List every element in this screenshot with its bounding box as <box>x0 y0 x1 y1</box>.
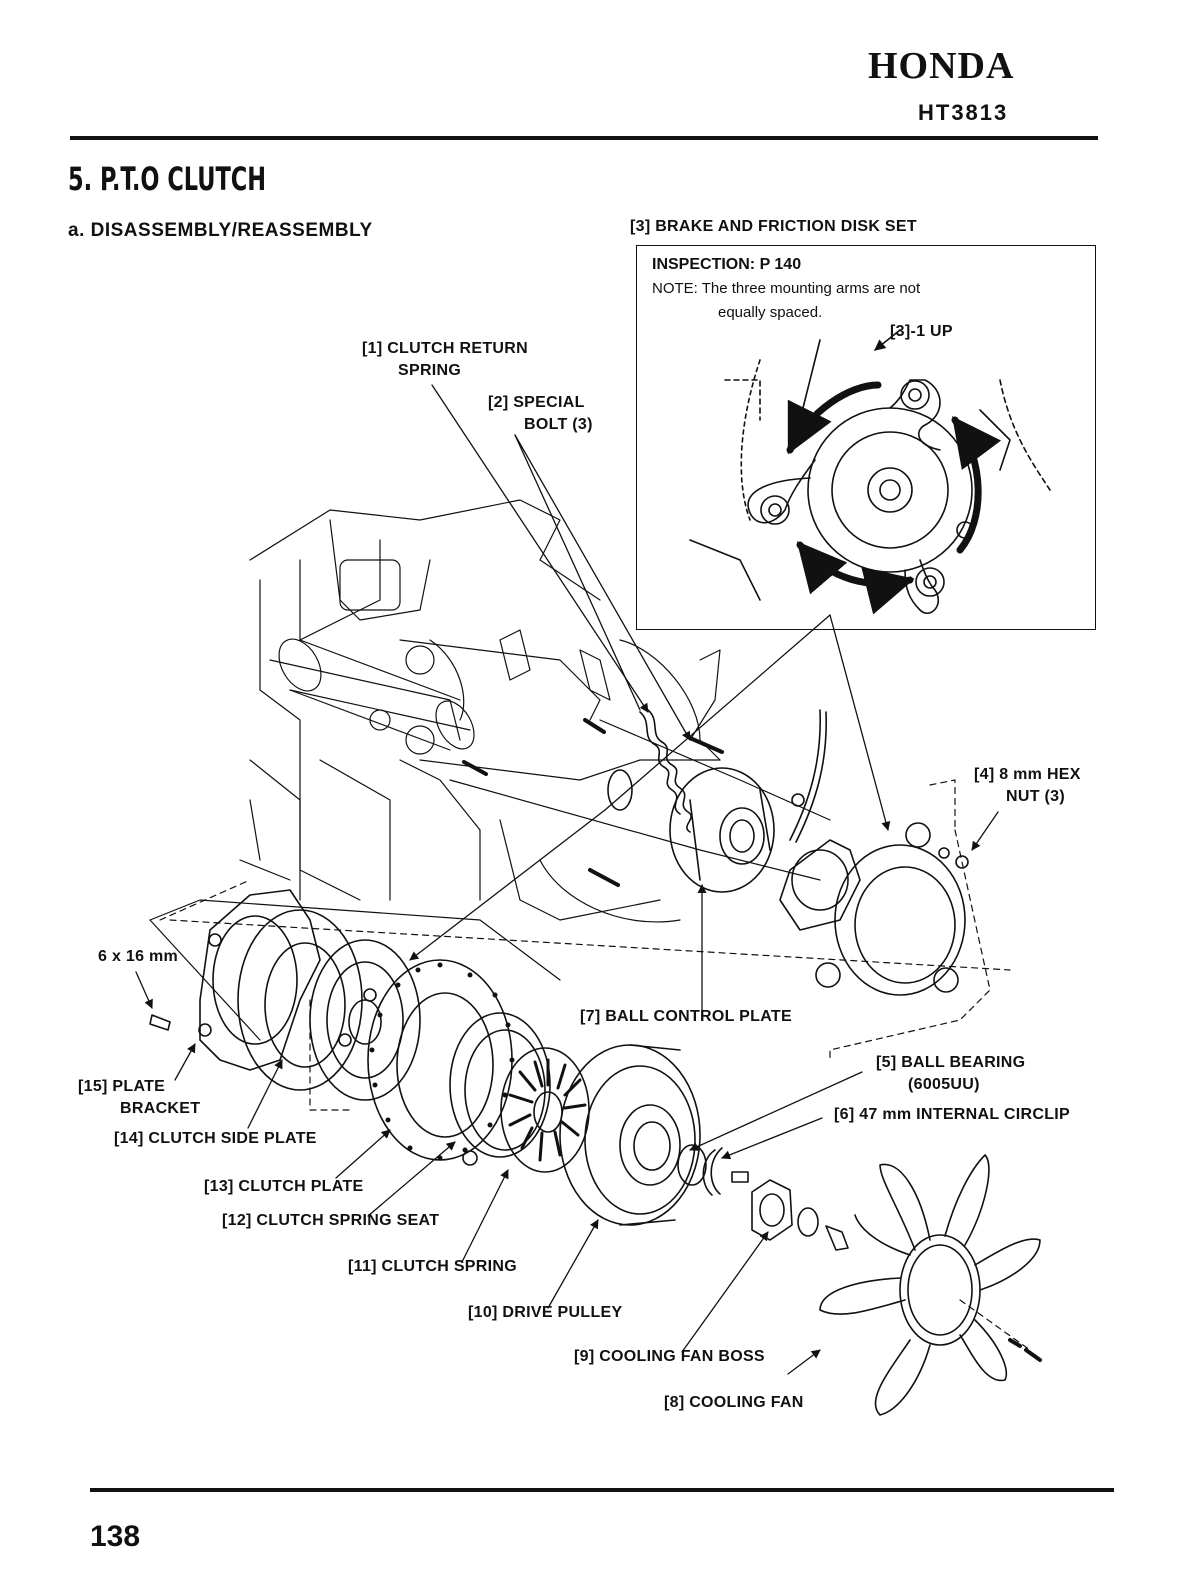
label-special-bolt-2: BOLT (3) <box>524 416 593 433</box>
nut-drawing <box>462 1150 478 1166</box>
note-line-2: equally spaced. <box>718 304 823 321</box>
alignment-lines <box>159 779 1011 1111</box>
ball-control-plate-drawing <box>669 767 775 893</box>
label-plate-bracket: [15] PLATE <box>78 1078 166 1095</box>
friction-disk-drawing <box>779 822 969 996</box>
fan-bolt-drawing <box>825 1225 849 1251</box>
fan-boss-drawing <box>751 1179 793 1241</box>
note-line-1: NOTE: The three mounting arms are not <box>652 280 921 297</box>
label-internal-circlip: [6] 47 mm INTERNAL CIRCLIP <box>834 1106 1070 1123</box>
label-cooling-fan-boss: [9] COOLING FAN BOSS <box>574 1348 765 1365</box>
label-ball-bearing-2: (6005UU) <box>908 1076 980 1093</box>
engine-block-drawing <box>149 499 831 1041</box>
brand-logo: HONDA <box>868 45 1015 87</box>
cable-drawing <box>789 709 822 841</box>
spring-seat-drawing <box>449 1012 551 1158</box>
fan-bolt-small <box>1008 1338 1042 1362</box>
leader-lines <box>135 384 999 1375</box>
header-rule <box>70 136 1098 140</box>
label-hex-nut: [4] 8 mm HEX <box>974 766 1081 783</box>
label-clutch-return-spring: [1] CLUTCH RETURN <box>362 340 528 357</box>
label-drive-pulley: [10] DRIVE PULLEY <box>468 1304 623 1321</box>
label-ball-control-plate: [7] BALL CONTROL PLATE <box>580 1008 792 1025</box>
bolt-6x16-drawing <box>149 1014 171 1031</box>
label-ball-bearing: [5] BALL BEARING <box>876 1054 1026 1071</box>
inset-title: [3] BRAKE AND FRICTION DISK SET <box>630 218 917 235</box>
plate-bracket-drawing <box>198 889 321 1071</box>
label-clutch-side-plate: [14] CLUTCH SIDE PLATE <box>114 1130 317 1147</box>
label-clutch-spring-seat: [12] CLUTCH SPRING SEAT <box>222 1212 440 1229</box>
label-clutch-spring: [11] CLUTCH SPRING <box>348 1258 517 1275</box>
inspection-reference: INSPECTION: P 140 <box>652 256 802 273</box>
footer-rule <box>90 1488 1114 1492</box>
cooling-fan-drawing <box>819 1154 1041 1416</box>
clutch-plate-drawing <box>309 939 421 1101</box>
return-spring-drawing <box>607 709 692 833</box>
label-cooling-fan: [8] COOLING FAN <box>664 1394 804 1411</box>
circlip-drawing <box>702 1147 723 1196</box>
up-label: [3]-1 UP <box>890 323 953 340</box>
label-clutch-plate: [13] CLUTCH PLATE <box>204 1178 364 1195</box>
page-number: 138 <box>90 1520 141 1553</box>
section-subtitle: a. DISASSEMBLY/REASSEMBLY <box>68 220 373 241</box>
perforated-disk-drawing <box>367 959 515 1161</box>
label-hex-nut-2: NUT (3) <box>1006 788 1065 805</box>
drive-pulley-drawing <box>559 1044 701 1226</box>
brake-disk-drawing <box>689 329 1051 615</box>
label-clutch-return-spring-2: SPRING <box>398 362 462 379</box>
label-special-bolt: [2] SPECIAL <box>488 394 585 411</box>
model-number: HT3813 <box>918 100 1009 125</box>
clutch-spring-drawing <box>500 1047 590 1173</box>
inset-box <box>636 245 1096 630</box>
washer-drawing <box>797 1207 819 1237</box>
key-drawing <box>731 1171 749 1183</box>
label-plate-bracket-2: BRACKET <box>120 1100 201 1117</box>
label-bolt-size: 6 x 16 mm <box>98 948 179 965</box>
section-title: 5. P.T.O CLUTCH <box>68 160 267 198</box>
